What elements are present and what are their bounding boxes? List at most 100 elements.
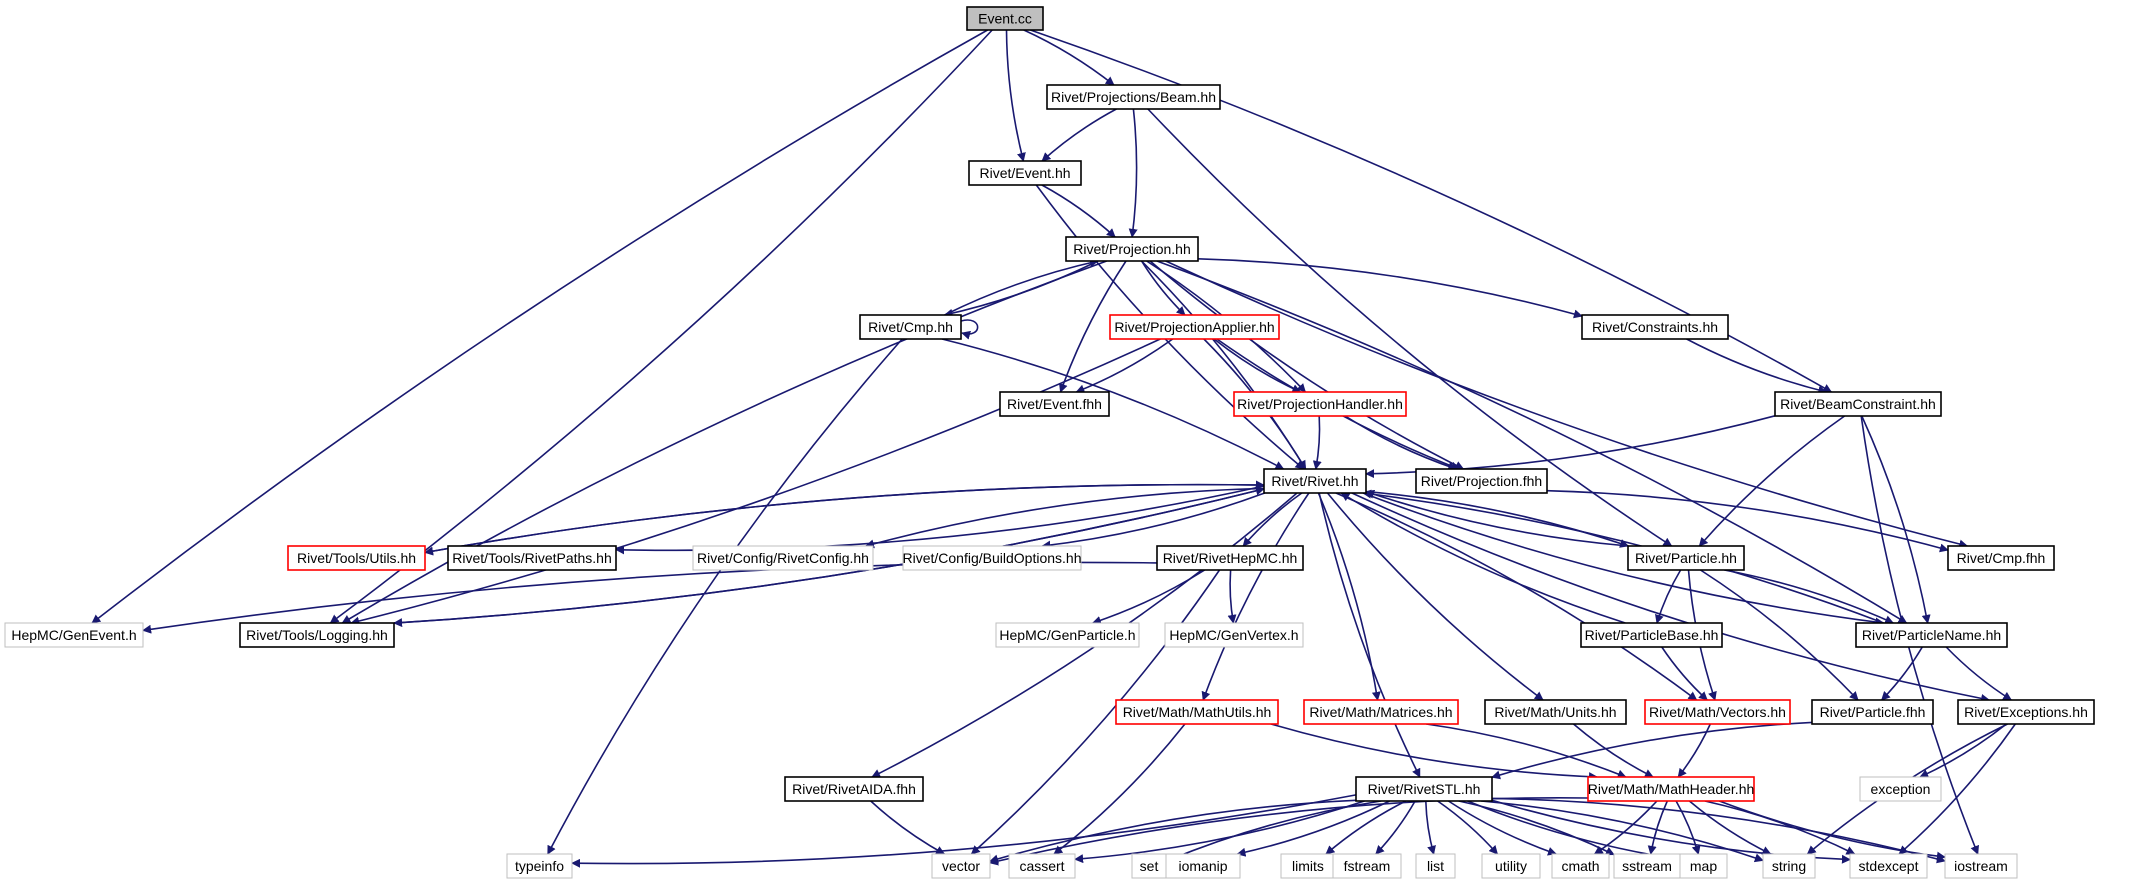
node-box-vector	[931, 853, 991, 879]
node-map: map	[1679, 853, 1728, 879]
node-mathheader[interactable]: Rivet/Math/MathHeader.hh	[1587, 776, 1755, 802]
edge-particle_fhh-to-rivetstl	[1491, 721, 1813, 780]
node-exception: exception	[1859, 776, 1942, 802]
edge-rivet_hh-to-rivetaida	[871, 492, 1298, 778]
edge-beam_hh-to-particle_hh	[1147, 108, 1673, 547]
node-box-cmp_hh	[859, 314, 962, 340]
node-box-fstream	[1332, 853, 1402, 879]
node-mathutils[interactable]: Rivet/Math/MathUtils.hh	[1115, 699, 1279, 725]
node-constraints[interactable]: Rivet/Constraints.hh	[1581, 314, 1729, 340]
node-event_hh[interactable]: Rivet/Event.hh	[968, 160, 1082, 186]
node-vectors[interactable]: Rivet/Math/Vectors.hh	[1644, 699, 1791, 725]
node-label-projapplier: Rivet/ProjectionApplier.hh	[1114, 319, 1274, 335]
edge-projhandler-to-rivet_hh	[1312, 415, 1322, 470]
node-label-rivethepmc: Rivet/RivetHepMC.hh	[1163, 550, 1298, 566]
node-label-exceptions: Rivet/Exceptions.hh	[1964, 704, 2088, 720]
node-box-particle_hh	[1627, 545, 1745, 571]
node-units[interactable]: Rivet/Math/Units.hh	[1484, 699, 1627, 725]
edge-particlebase-to-rivet_hh	[1340, 492, 1626, 624]
node-projection_hh[interactable]: Rivet/Projection.hh	[1065, 236, 1199, 262]
node-typeinfo: typeinfo	[506, 853, 573, 879]
node-particlename[interactable]: Rivet/ParticleName.hh	[1855, 622, 2008, 648]
node-label-list: list	[1427, 858, 1444, 874]
node-exceptions[interactable]: Rivet/Exceptions.hh	[1957, 699, 2095, 725]
edge-constraints-to-beamconstraint	[1686, 338, 1828, 395]
node-rivetstl[interactable]: Rivet/RivetSTL.hh	[1355, 776, 1493, 802]
node-particle_fhh[interactable]: Rivet/Particle.fhh	[1811, 699, 1934, 725]
edge-beam_hh-to-projection_hh	[1128, 108, 1138, 238]
node-label-vectors: Rivet/Math/Vectors.hh	[1649, 704, 1786, 720]
edge-mathheader-to-sstream	[1647, 800, 1669, 855]
node-matrices[interactable]: Rivet/Math/Matrices.hh	[1303, 699, 1459, 725]
node-fstream: fstream	[1332, 853, 1402, 879]
node-event_fhh[interactable]: Rivet/Event.fhh	[999, 391, 1110, 417]
node-particle_hh[interactable]: Rivet/Particle.hh	[1627, 545, 1745, 571]
edge-projection_hh-to-projection_fhh	[1149, 260, 1465, 470]
node-projapplier[interactable]: Rivet/ProjectionApplier.hh	[1109, 314, 1280, 340]
node-tools_paths[interactable]: Rivet/Tools/RivetPaths.hh	[447, 545, 617, 571]
edge-rivethepmc-to-vector	[970, 569, 1221, 855]
edge-exceptions-to-stdexcept	[1898, 723, 2016, 855]
node-sstream: sstream	[1613, 853, 1681, 879]
edges-layer	[91, 29, 2016, 868]
node-box-event_hh	[968, 160, 1082, 186]
edge-mathheader-to-stdexcept	[1704, 800, 1856, 855]
node-box-vectors	[1644, 699, 1791, 725]
edge-rivetstl-to-fstream	[1375, 800, 1416, 855]
node-box-buildoptions	[902, 545, 1082, 571]
node-projection_fhh[interactable]: Rivet/Projection.fhh	[1415, 468, 1548, 494]
node-label-constraints: Rivet/Constraints.hh	[1592, 319, 1718, 335]
node-label-mathutils: Rivet/Math/MathUtils.hh	[1123, 704, 1272, 720]
edge-particle_hh-to-rivet_hh	[1365, 489, 1629, 547]
node-label-cmp_hh: Rivet/Cmp.hh	[868, 319, 953, 335]
node-box-particle_fhh	[1811, 699, 1934, 725]
node-label-stdexcept: stdexcept	[1859, 858, 1919, 874]
node-label-logging: Rivet/Tools/Logging.hh	[246, 627, 388, 643]
node-projhandler[interactable]: Rivet/ProjectionHandler.hh	[1233, 391, 1407, 417]
edge-rivetstl-to-cassert	[1074, 800, 1365, 864]
node-logging[interactable]: Rivet/Tools/Logging.hh	[239, 622, 395, 648]
node-label-beamconstraint: Rivet/BeamConstraint.hh	[1780, 396, 1936, 412]
node-cmp_hh[interactable]: Rivet/Cmp.hh	[859, 314, 962, 340]
node-box-logging	[239, 622, 395, 648]
node-box-iostream	[1944, 853, 2018, 879]
node-label-particlebase: Rivet/ParticleBase.hh	[1585, 627, 1719, 643]
node-box-exceptions	[1957, 699, 2095, 725]
edge-rivet_hh-to-matrices	[1317, 492, 1381, 701]
node-label-genevent: HepMC/GenEvent.h	[11, 627, 136, 643]
edge-projection_fhh-to-cmp_fhh	[1546, 489, 1949, 553]
edge-projection_hh-to-constraints	[1197, 258, 1583, 319]
edge-projhandler-to-projection_fhh	[1344, 415, 1458, 471]
node-box-constraints	[1581, 314, 1729, 340]
edge-rivethepmc-to-genvertex	[1227, 569, 1237, 624]
node-beam_hh[interactable]: Rivet/Projections/Beam.hh	[1046, 84, 1221, 110]
node-rivetaida[interactable]: Rivet/RivetAIDA.fhh	[784, 776, 924, 802]
node-label-rivetaida: Rivet/RivetAIDA.fhh	[792, 781, 916, 797]
node-rivethepmc[interactable]: Rivet/RivetHepMC.hh	[1156, 545, 1304, 571]
node-rivet_hh[interactable]: Rivet/Rivet.hh	[1263, 468, 1367, 494]
edge-projection_hh-to-particlename	[1156, 260, 1908, 624]
node-particlebase[interactable]: Rivet/ParticleBase.hh	[1580, 622, 1723, 648]
node-cmp_fhh[interactable]: Rivet/Cmp.fhh	[1947, 545, 2055, 571]
node-box-iomanip	[1165, 853, 1241, 879]
edge-rivetaida-to-vector	[870, 800, 946, 855]
edge-rivet_hh-to-particle_hh	[1365, 490, 1630, 548]
node-beamconstraint[interactable]: Rivet/BeamConstraint.hh	[1774, 391, 1942, 417]
edge-projection_hh-to-projapplier	[1140, 260, 1186, 316]
node-label-genparticle: HepMC/GenParticle.h	[999, 627, 1135, 643]
edge-logging-to-rivet_hh	[393, 486, 1265, 624]
edge-projapplier-to-logging	[350, 338, 1161, 626]
edge-cmp_hh-to-rivet_hh	[941, 338, 1285, 470]
node-box-cmp_fhh	[1947, 545, 2055, 571]
node-box-cassert	[1008, 853, 1076, 879]
edge-rivet_hh-to-tools_paths	[615, 485, 1265, 555]
node-event_cc[interactable]: Event.cc	[966, 6, 1044, 31]
edge-particlename-to-exceptions	[1945, 646, 2013, 701]
edge-mathheader-to-string	[1688, 800, 1772, 855]
edge-cmp_hh-to-cmp_hh	[960, 319, 979, 340]
edge-particle_hh-to-particle_fhh	[1700, 569, 1859, 701]
node-tools_utils[interactable]: Rivet/Tools/Utils.hh	[287, 545, 426, 571]
node-vector: vector	[931, 853, 991, 879]
edge-cmp_hh-to-projection_hh	[944, 258, 1099, 316]
node-box-beam_hh	[1046, 84, 1221, 110]
